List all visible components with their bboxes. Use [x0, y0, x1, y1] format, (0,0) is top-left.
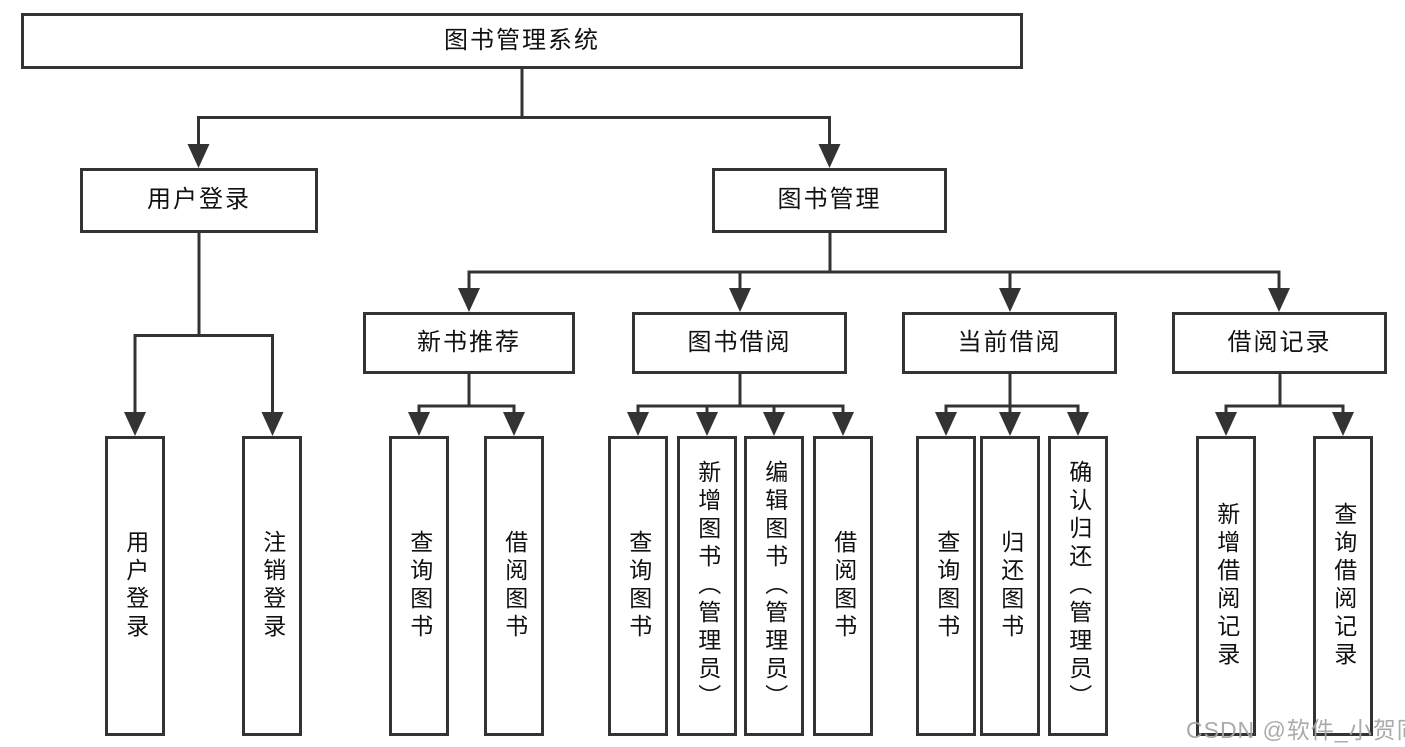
leaf-current-query-books: 查询图书 — [916, 436, 976, 736]
leaf-records-query-record: 查询借阅记录 — [1313, 436, 1373, 736]
connector-book-management — [458, 233, 1290, 312]
node-current-borrowing: 当前借阅 — [902, 312, 1117, 374]
watermark: CSDN @软件_小贺同学 — [1186, 717, 1405, 743]
leaf-login: 用户登录 — [105, 436, 165, 736]
node-user-login: 用户登录 — [80, 168, 318, 233]
leaf-recommend-borrow-books: 借阅图书 — [484, 436, 544, 736]
node-new-book-recommend: 新书推荐 — [363, 312, 575, 374]
connector-borrow — [627, 374, 854, 436]
connector-recommend — [408, 374, 525, 436]
node-book-borrowing: 图书借阅 — [632, 312, 847, 374]
node-root: 图书管理系统 — [21, 13, 1023, 69]
connector-current — [935, 374, 1089, 436]
leaf-logout: 注销登录 — [242, 436, 302, 736]
leaf-current-return-books: 归还图书 — [980, 436, 1040, 736]
leaf-records-add-record: 新增借阅记录 — [1196, 436, 1256, 736]
connector-user-login — [124, 233, 284, 436]
leaf-borrow-edit-books-admin: 编辑图书（管理员） — [744, 436, 804, 736]
node-book-management: 图书管理 — [712, 168, 947, 233]
connector-root — [187, 69, 841, 168]
leaf-recommend-query-books: 查询图书 — [389, 436, 449, 736]
leaf-borrow-borrow-books: 借阅图书 — [813, 436, 873, 736]
leaf-current-confirm-return-admin: 确认归还（管理员） — [1048, 436, 1108, 736]
node-borrowing-records: 借阅记录 — [1172, 312, 1387, 374]
connector-records — [1215, 374, 1354, 436]
leaf-borrow-query-books: 查询图书 — [608, 436, 668, 736]
leaf-borrow-add-books-admin: 新增图书（管理员） — [677, 436, 737, 736]
